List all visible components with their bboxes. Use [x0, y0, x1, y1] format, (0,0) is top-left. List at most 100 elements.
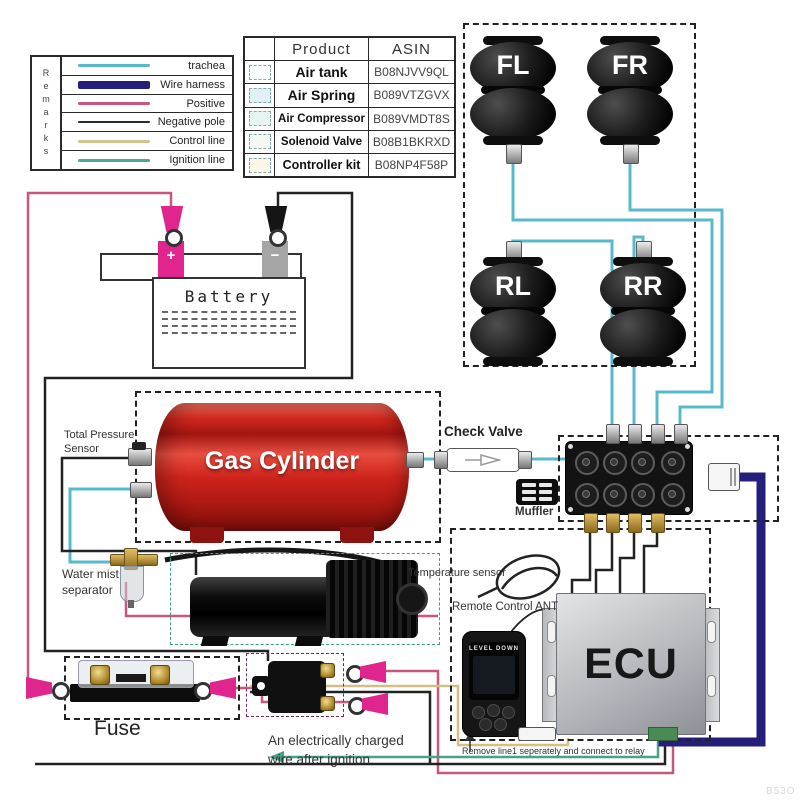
- battery-negative-terminal: −: [262, 241, 288, 277]
- fuse-base: [70, 684, 200, 702]
- remote-controller: LEVEL DOWN: [462, 631, 526, 737]
- air-spring-fl: FL: [469, 34, 557, 164]
- spring-lobe: [600, 263, 686, 315]
- solenoid-valve-swatch: [248, 134, 271, 150]
- legend-label: Positive: [186, 97, 225, 110]
- product-asin: B08NJVV9QL: [369, 61, 454, 85]
- legend-label: Negative pole: [157, 116, 225, 129]
- screw-icon: [685, 507, 690, 512]
- legend-row-negative: Negative pole: [62, 113, 232, 133]
- product-asin: B08NP4F58P: [374, 158, 449, 173]
- spring-cap: [483, 36, 543, 45]
- temperature-sensor-probe: [477, 566, 559, 599]
- spring-lobe: [600, 309, 686, 361]
- air-compressor: [190, 577, 338, 637]
- swatch-cell: [245, 84, 275, 108]
- check-valve-fitting: [518, 451, 532, 469]
- controller-kit-swatch: [248, 157, 271, 173]
- product-asin: B089VMDT8S: [369, 108, 454, 131]
- spring-lobe: [470, 88, 556, 140]
- legend-line-sample: [78, 139, 150, 143]
- valve-bottom-fitting: [584, 513, 598, 533]
- negative-ring-terminal: [269, 229, 287, 247]
- legend-line-sample: [78, 158, 150, 162]
- product-name: Air Spring: [275, 84, 369, 108]
- gas-cylinder: Gas Cylinder: [155, 403, 409, 531]
- valve-port: [661, 451, 685, 475]
- valve-bottom-fitting: [651, 513, 665, 533]
- ecu: ECU: [556, 593, 706, 735]
- valve-port: [661, 483, 685, 507]
- legend-row-wire-harness: Wire harness: [62, 76, 232, 95]
- spring-cap: [600, 136, 660, 145]
- compressor-knob: [396, 583, 428, 615]
- gas-cylinder-label: Gas Cylinder: [204, 447, 360, 475]
- air-spring-fr: FR: [586, 34, 674, 164]
- valve-port: [575, 483, 599, 507]
- screw-icon: [685, 444, 690, 449]
- ecu-label: ECU: [584, 640, 678, 688]
- legend-line-sample: [78, 80, 150, 89]
- valve-port: [603, 451, 627, 475]
- legend-row-control: Control line: [62, 132, 232, 152]
- legend-row-positive: Positive: [62, 95, 232, 114]
- spring-cap: [483, 357, 543, 366]
- battery-positive-terminal: +: [158, 241, 184, 277]
- air-fitting: [623, 144, 639, 164]
- valve-top-fitting: [674, 424, 688, 444]
- battery: Battery: [152, 277, 306, 369]
- air-spring-swatch: [248, 87, 271, 103]
- temperature-sensor-label: Temperature sensor: [408, 567, 506, 579]
- spring-cap: [613, 357, 673, 366]
- compressor-hose: [164, 547, 391, 568]
- ignition-line: [282, 741, 660, 759]
- legend-rows: trachea Wire harness Positive Negative p…: [62, 57, 232, 169]
- header-asin: ASIN: [369, 38, 454, 62]
- product-name: Solenoid Valve: [275, 130, 369, 154]
- swatch-cell: [245, 153, 275, 177]
- spring-cap: [483, 257, 543, 266]
- remote-button: [479, 718, 492, 731]
- total-pressure-sensor-label: Total Pressure Sensor: [64, 429, 135, 455]
- spring-lobe: [587, 42, 673, 94]
- tank-outlet-fitting: [130, 482, 152, 498]
- spring-cap: [613, 257, 673, 266]
- connector-pin: [734, 468, 736, 486]
- remote-screen: [473, 656, 515, 694]
- remote-button: [472, 706, 485, 719]
- fuse-ring-terminal: [194, 682, 212, 700]
- air-springs-group-box: [463, 23, 696, 367]
- muffler: [516, 479, 558, 505]
- battery-label: Battery: [184, 287, 274, 306]
- legend-line-sample: [78, 64, 150, 68]
- ignition-arrowhead-icon: [269, 751, 284, 763]
- battery-text-line: [162, 325, 296, 327]
- check-valve-label: Check Valve: [444, 424, 523, 439]
- separator-bowl: [120, 566, 144, 602]
- legend-label: Ignition line: [169, 154, 225, 167]
- negative-sensor-wire: [60, 456, 198, 575]
- valve-port: [631, 483, 655, 507]
- legend-line-sample: [78, 102, 150, 106]
- fuse-right-clamp: [210, 677, 236, 699]
- relay-note: Remove line1 seperately and connect to r…: [462, 746, 645, 756]
- legend-label: Wire harness: [160, 78, 225, 91]
- legend-label: Control line: [169, 135, 225, 148]
- ignition-note-line1: An electrically charged: [268, 733, 404, 748]
- air-fitting: [506, 144, 522, 164]
- mount-slot: [707, 621, 716, 643]
- mount-slot: [547, 621, 556, 643]
- valve-wire-3: [618, 528, 636, 593]
- spring-cap: [600, 36, 660, 45]
- control-line-relay-to-ecu: [250, 684, 570, 747]
- remote-control-ant-label: Remote Control ANT: [452, 601, 559, 613]
- swatch-cell: [245, 61, 275, 85]
- spring-lobe: [470, 263, 556, 315]
- trachea-tank-to-separator: [68, 487, 136, 564]
- spring-cap: [483, 136, 543, 145]
- legend-row-ignition: Ignition line: [62, 151, 232, 169]
- valve-bottom-fitting: [628, 513, 642, 533]
- product-name: Controller kit: [275, 153, 369, 177]
- water-mist-separator-label: Water mist separator: [62, 567, 119, 597]
